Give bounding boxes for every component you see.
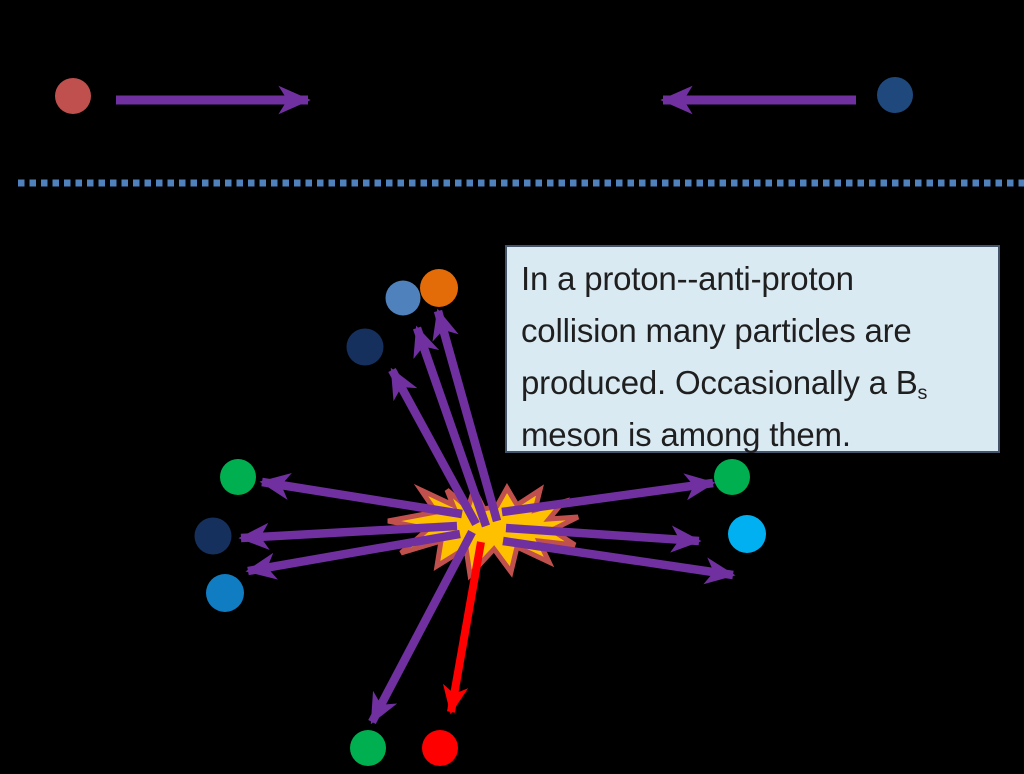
particle-navy-top [346, 328, 384, 366]
caption-line-4: meson is among them. [521, 416, 851, 453]
bs-meson-red-circle [422, 730, 458, 766]
bs-meson-track-arrow [442, 541, 485, 715]
caption-line-2: collision many particles are [521, 312, 912, 349]
track-arrow-left-blue [245, 529, 461, 580]
particle-blue-left [206, 574, 244, 612]
track-arrow-top-orange [432, 308, 502, 523]
track-arrow-left-navy [238, 521, 458, 551]
antiproton-circle [877, 77, 913, 113]
particle-green-bottom [350, 730, 386, 766]
caption-box: In a proton--anti-proton collision many … [505, 245, 1000, 453]
track-arrow-right-cyan [505, 523, 702, 553]
proton-circle [55, 78, 91, 114]
particle-orange-top [420, 269, 458, 307]
track-arrow-top-navy [388, 367, 480, 527]
particle-navy-left [194, 517, 232, 555]
particle-cyan-right [728, 515, 766, 553]
caption-line-1: In a proton--anti-proton [521, 260, 854, 297]
particle-green-right [714, 459, 750, 495]
bs-subscript: s [917, 381, 928, 404]
particle-blue-top [385, 280, 421, 316]
track-arrow-right-lower [502, 536, 736, 585]
caption-line-3-text: produced. Occasionally a B [521, 364, 918, 401]
particle-green-left [220, 459, 256, 495]
track-arrow-left-green [259, 473, 463, 519]
track-arrow-bottom-green [368, 530, 476, 725]
track-arrow-top-blue [412, 325, 491, 528]
caption-line-3: produced. Occasionally a Bs [521, 357, 986, 409]
track-arrow-right-green [501, 473, 716, 517]
